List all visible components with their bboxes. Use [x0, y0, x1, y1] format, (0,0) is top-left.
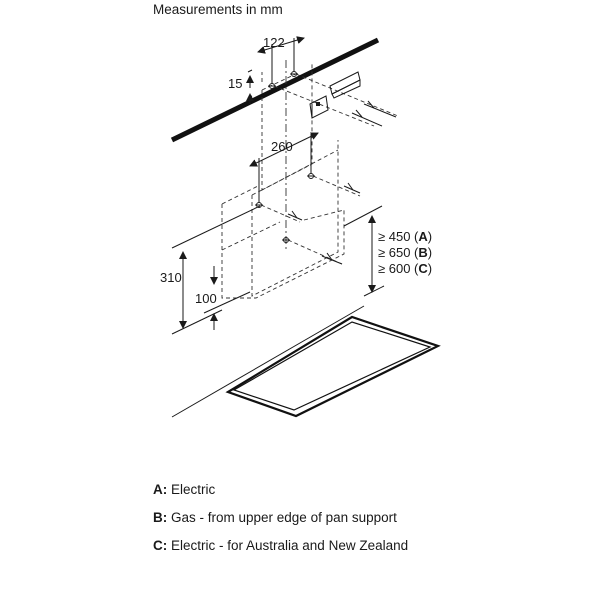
dimension-310: [171, 205, 261, 335]
hob-worktop: [171, 305, 441, 418]
dim-310-label: 310: [160, 270, 182, 285]
clearance-c: ≥ 600 (C): [378, 261, 432, 276]
dimension-clearance: [343, 205, 385, 297]
legend-item-b: B: Gas - from upper edge of pan support: [153, 510, 397, 525]
page-title: Measurements in mm: [153, 2, 283, 17]
wall-plug-screws: [287, 100, 397, 265]
dim-260-label: 260: [271, 139, 293, 154]
dimension-260: [249, 132, 319, 203]
legend-item-a: A: Electric: [153, 482, 216, 497]
mounting-bracket: [309, 71, 361, 119]
dimension-15: [246, 69, 254, 104]
dimension-100: [203, 266, 251, 330]
legend-item-c: C: Electric - for Australia and New Zeal…: [153, 538, 409, 553]
hood-outline: [221, 185, 345, 299]
dimension-122: [257, 36, 305, 84]
clearance-labels: ≥ 450 (A) ≥ 650 (B) ≥ 600 (C): [378, 229, 432, 276]
clearance-a: ≥ 450 (A): [378, 229, 432, 244]
dim-122-label: 122: [263, 35, 285, 50]
clearance-b: ≥ 650 (B): [378, 245, 432, 260]
wall-top-edge: [170, 37, 380, 143]
dim-15-label: 15: [228, 76, 242, 91]
chimney-outline-lower: [251, 140, 339, 297]
dim-100-label: 100: [195, 291, 217, 306]
